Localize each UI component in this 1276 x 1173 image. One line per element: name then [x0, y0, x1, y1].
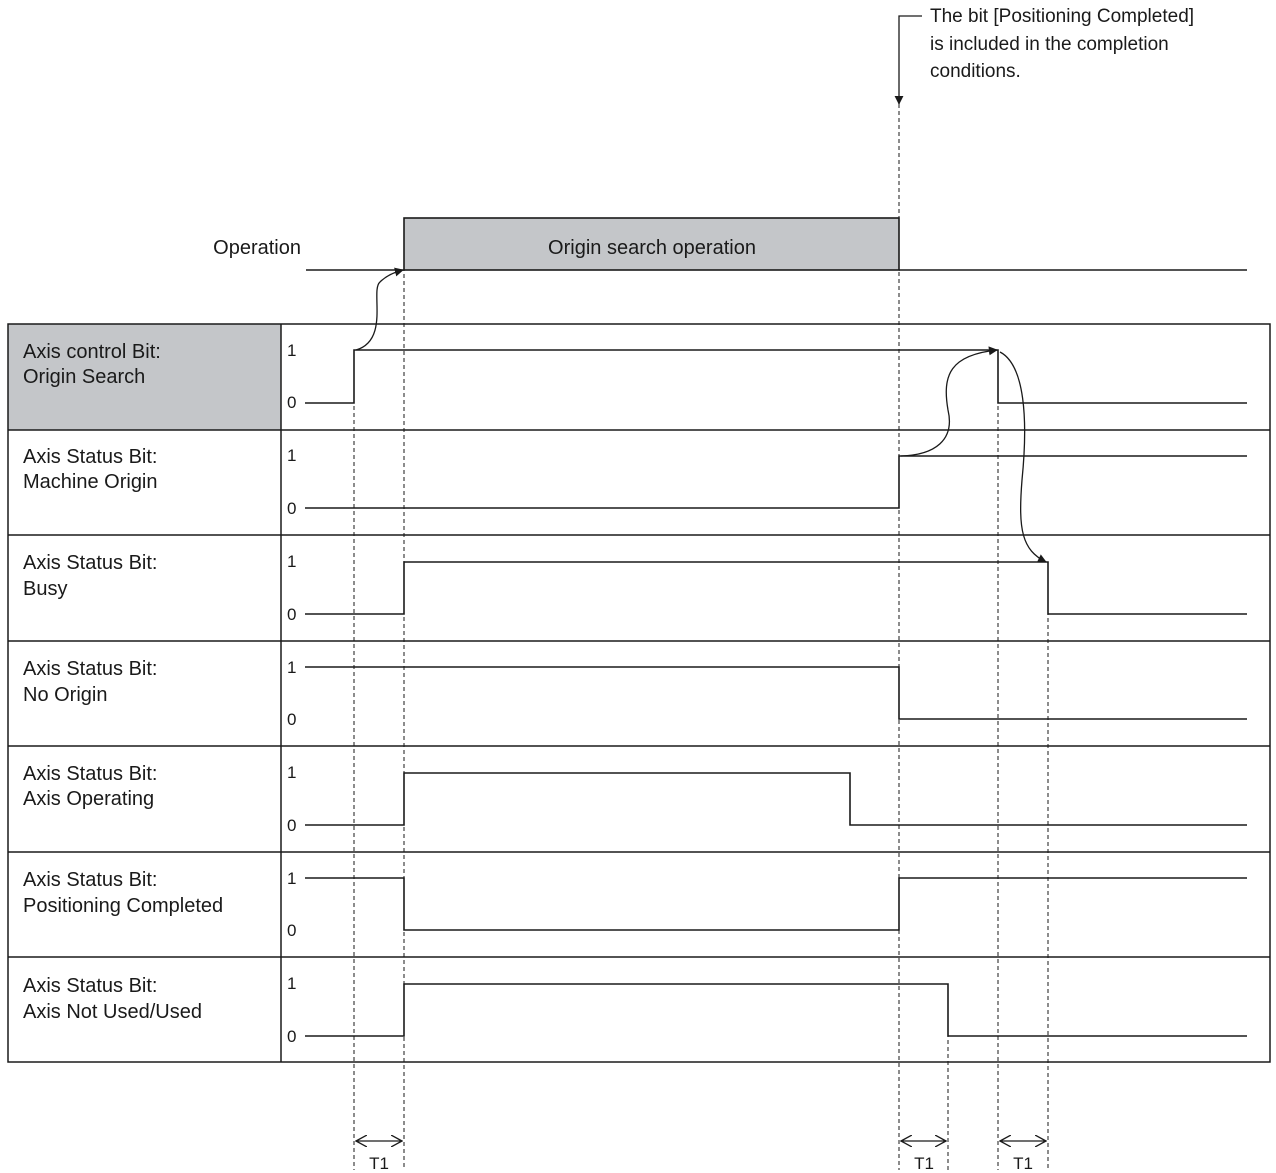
- signal-names: Axis control Bit: Origin Search Axis Sta…: [23, 341, 223, 1023]
- waveforms: [305, 349, 1247, 1037]
- signal-3-name: No Origin: [23, 684, 107, 706]
- t1-label-1: T1: [369, 1154, 389, 1173]
- waveform-machine-origin: [305, 455, 1247, 509]
- signal-1-type: Axis Status Bit:: [23, 446, 158, 468]
- waveform-axis-operating: [305, 772, 1247, 826]
- origin-search-operation-bar: [403, 217, 900, 271]
- signal-5-type: Axis Status Bit:: [23, 869, 158, 891]
- cause-arrows: [355, 267, 1047, 563]
- waveform-positioning-completed: [305, 877, 1247, 931]
- waveform-busy: [305, 561, 1247, 615]
- signal-table: [7, 323, 1271, 1063]
- note-line-2: is included in the completion: [930, 34, 1169, 55]
- operation-bar-label: Origin search operation: [548, 237, 756, 259]
- row-1-low-label: 0: [287, 499, 296, 518]
- row-1-high-label: 1: [287, 446, 296, 465]
- row-4-low-label: 0: [287, 816, 296, 835]
- completion-note: The bit [Positioning Completed] is inclu…: [894, 6, 1194, 105]
- note-line-1: The bit [Positioning Completed]: [930, 6, 1194, 27]
- operation-row: Operation Origin search operation: [213, 217, 1247, 271]
- operation-label: Operation: [213, 237, 301, 259]
- t1-dimensions: T1 T1 T1: [356, 1141, 1046, 1173]
- signal-2-type: Axis Status Bit:: [23, 552, 158, 574]
- waveform-no-origin: [305, 666, 1247, 720]
- signal-2-name: Busy: [23, 578, 67, 600]
- row-5-high-label: 1: [287, 869, 296, 888]
- signal-5-name: Positioning Completed: [23, 895, 223, 917]
- t1-label-3: T1: [1013, 1154, 1033, 1173]
- row-3-low-label: 0: [287, 710, 296, 729]
- signal-6-type: Axis Status Bit:: [23, 975, 158, 997]
- row-2-high-label: 1: [287, 552, 296, 571]
- signal-4-type: Axis Status Bit:: [23, 763, 158, 785]
- row-2-low-label: 0: [287, 605, 296, 624]
- row-6-low-label: 0: [287, 1027, 296, 1046]
- signal-0-type: Axis control Bit:: [23, 341, 161, 363]
- waveform-origin-search: [305, 349, 1247, 404]
- signal-1-name: Machine Origin: [23, 471, 158, 493]
- row-6-high-label: 1: [287, 974, 296, 993]
- signal-0-name: Origin Search: [23, 366, 145, 388]
- note-line-3: conditions.: [930, 61, 1021, 82]
- t1-label-2: T1: [914, 1154, 934, 1173]
- level-labels: 1 0 1 0 1 0 1 0 1 0 1 0 1 0: [287, 341, 296, 1046]
- signal-4-name: Axis Operating: [23, 788, 154, 810]
- row-3-high-label: 1: [287, 658, 296, 677]
- signal-3-type: Axis Status Bit:: [23, 658, 158, 680]
- row-4-high-label: 1: [287, 763, 296, 782]
- row-0-low-label: 0: [287, 393, 296, 412]
- signal-6-name: Axis Not Used/Used: [23, 1001, 202, 1023]
- row-5-low-label: 0: [287, 921, 296, 940]
- waveform-axis-not-used-used: [305, 983, 1247, 1037]
- highlighted-signal-cell: [8, 324, 281, 430]
- row-0-high-label: 1: [287, 341, 296, 360]
